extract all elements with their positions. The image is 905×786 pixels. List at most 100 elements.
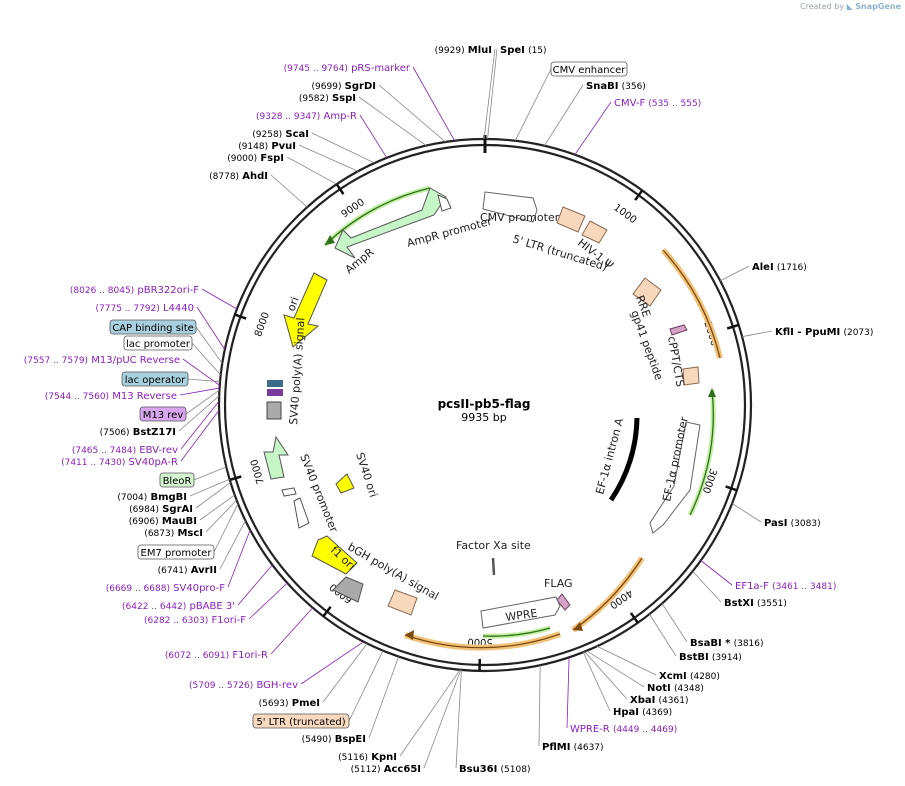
enzyme-pmei[interactable]: (5693) PmeI <box>259 698 320 709</box>
box-label-m13-rev: M13 rev <box>143 410 184 421</box>
position-bstxi: (3551) <box>757 599 787 609</box>
leader-lines <box>178 48 773 769</box>
primer-ebv-rev[interactable]: (7465 .. 7484) EBV-rev <box>72 445 178 456</box>
position-m13-puc-reverse: (7557 .. 7579) <box>24 356 88 366</box>
name-sgrai: SgrAI <box>162 504 193 515</box>
label-cmv-f: CMV-F (535 .. 555) <box>614 98 701 109</box>
gp41-shape <box>669 324 688 336</box>
position-fspi: (9000) <box>227 154 257 164</box>
primer-sv40pro-f[interactable]: (6669 .. 6688) SV40pro-F <box>106 583 226 594</box>
position-scai: (9258) <box>252 130 282 140</box>
feature-box-cap-binding-site[interactable]: CAP binding site <box>109 319 197 335</box>
label-bstxi: BstXI (3551) <box>724 598 787 609</box>
feature-box-lac-operator[interactable]: lac operator <box>121 371 189 387</box>
primer-f1ori-f[interactable]: (6282 .. 6303) F1ori-F <box>144 615 246 626</box>
name-mlui: MluI <box>468 45 492 56</box>
primer-bgh-rev[interactable]: (5709 .. 5726) BGH-rev <box>189 680 298 691</box>
backbone <box>217 135 753 673</box>
name-kfli-ppumi: KflI - PpuMI <box>775 327 840 338</box>
label-noti: NotI (4348) <box>647 683 704 694</box>
enzyme-bstz17i[interactable]: (7506) BstZ17I <box>100 427 176 438</box>
leader-amp-r <box>359 114 388 159</box>
enzyme-sspi[interactable]: (9582) SspI <box>299 93 356 104</box>
enzyme-noti[interactable]: NotI (4348) <box>647 683 704 694</box>
position-maubi: (6906) <box>129 517 159 527</box>
enzyme-sgrai[interactable]: (6984) SgrAI <box>129 504 193 515</box>
box-label-cap-binding-site: CAP binding site <box>112 323 194 334</box>
tick-7000 <box>229 475 242 482</box>
primer-pbr322ori-f[interactable]: (8026 .. 8045) pBR322ori-F <box>70 285 199 296</box>
enzyme-kfli-ppumi[interactable]: KflI - PpuMI (2073) <box>775 327 873 338</box>
primer-m13-reverse[interactable]: (7544 .. 7560) M13 Reverse <box>45 391 177 402</box>
leader-pmei <box>322 643 368 703</box>
leader-kpni <box>399 669 461 757</box>
feature-box-em7-promoter[interactable]: EM7 promoter <box>137 544 215 560</box>
enzyme-xbai[interactable]: XbaI (4361) <box>630 695 688 706</box>
label-pbabe-3-: (6422 .. 6442) pBABE 3' <box>122 601 235 612</box>
position-bstz17i: (7506) <box>100 428 130 438</box>
feature-box-cmv-enhancer[interactable]: CMV enhancer <box>550 61 628 77</box>
orf-arc-ef1-head <box>708 388 716 397</box>
enzyme-bsu36i[interactable]: Bsu36I (5108) <box>459 764 530 775</box>
primer-l4440[interactable]: (7775 .. 7792) L4440 <box>96 303 195 314</box>
primer-amp-r[interactable]: (9328 .. 9347) Amp-R <box>256 111 357 122</box>
enzyme-hpai[interactable]: HpaI (4369) <box>613 707 672 718</box>
primer-sv40pa-r[interactable]: (7411 .. 7430) SV40pA-R <box>61 457 178 468</box>
primer-pbabe-3-[interactable]: (6422 .. 6442) pBABE 3' <box>122 601 235 612</box>
orf-arc-3-core <box>404 633 561 649</box>
enzyme-bstbi[interactable]: BstBI (3914) <box>679 652 742 663</box>
primer-cmv-f[interactable]: CMV-F (535 .. 555) <box>614 98 701 109</box>
position-cmv-f: (535 .. 555) <box>648 99 701 109</box>
enzyme-snabi[interactable]: SnaBI (356) <box>586 81 646 92</box>
position-m13-reverse: (7544 .. 7560) <box>45 392 109 402</box>
enzyme-scai[interactable]: (9258) ScaI <box>252 129 309 140</box>
position-sv40pro-f: (6669 .. 6688) <box>106 584 170 594</box>
enzyme-xcmi[interactable]: XcmI (4280) <box>659 671 720 682</box>
leader-bspei <box>368 656 400 739</box>
enzyme-maubi[interactable]: (6906) MauBI <box>129 516 197 527</box>
leader-bsabi- <box>661 603 688 643</box>
enzyme-pvui[interactable]: (9148) PvuI <box>238 141 296 152</box>
enzyme-kpni[interactable]: (5116) KpnI <box>338 752 397 763</box>
enzyme-pasi[interactable]: PasI (3083) <box>764 518 821 529</box>
enzyme-fspi[interactable]: (9000) FspI <box>227 153 284 164</box>
position-xbai: (4361) <box>659 696 689 706</box>
ampr-promoter-shape <box>437 194 452 212</box>
enzyme-bspei[interactable]: (5490) BspEI <box>302 734 366 745</box>
enzyme-avrii[interactable]: (6741) AvrII <box>158 565 217 576</box>
primer-ef1a-f[interactable]: EF1a-F (3461 .. 3481) <box>735 581 836 592</box>
enzyme-acc65i[interactable]: (5112) Acc65I <box>351 764 421 775</box>
leader-f1ori-f <box>248 582 288 620</box>
feature-box-bleor[interactable]: BleoR <box>159 472 195 488</box>
enzyme-bsabi-[interactable]: BsaBI * (3816) <box>690 638 764 649</box>
label-pbr322ori-f: (8026 .. 8045) pBR322ori-F <box>70 285 199 296</box>
primer-m13-puc-reverse[interactable]: (7557 .. 7579) M13/pUC Reverse <box>24 355 180 366</box>
leader-noti <box>586 650 645 688</box>
enzyme-pflmi[interactable]: PflMI (4637) <box>542 742 604 753</box>
label-pvui: (9148) PvuI <box>238 141 296 152</box>
sv40-ori-shape <box>335 473 355 494</box>
primer-wpre-r[interactable]: WPRE-R (4449 .. 4469) <box>570 724 677 735</box>
leader-l4440 <box>196 306 226 350</box>
enzyme-spei[interactable]: SpeI (15) <box>500 45 547 56</box>
enzyme-sgrdi[interactable]: (9699) SgrDI <box>312 81 376 92</box>
box-label-bleor: BleoR <box>163 476 192 487</box>
primer-prs-marker[interactable]: (9745 .. 9764) pRS-marker <box>284 63 411 74</box>
enzyme-msci[interactable]: (6873) MscI <box>144 528 203 539</box>
position-spei: (15) <box>528 46 546 56</box>
label-prs-marker: (9745 .. 9764) pRS-marker <box>284 63 411 74</box>
enzyme-ahdi[interactable]: (8778) AhdI <box>209 171 268 182</box>
leader-f1ori-r <box>270 607 314 655</box>
enzyme-mlui[interactable]: (9929) MluI <box>435 45 492 56</box>
enzyme-alei[interactable]: AleI (1716) <box>752 262 807 273</box>
feature-box-lac-promoter[interactable]: lac promoter <box>123 335 193 351</box>
enzyme-bmgbi[interactable]: (7004) BmgBI <box>117 492 187 503</box>
position-ebv-rev: (7465 .. 7484) <box>72 446 136 456</box>
feature-box-m13-rev[interactable]: M13 rev <box>139 406 187 422</box>
enzyme-bstxi[interactable]: BstXI (3551) <box>724 598 787 609</box>
orf-arc-wpre-core <box>482 627 551 637</box>
primer-f1ori-r[interactable]: (6072 .. 6091) F1ori-R <box>165 650 268 661</box>
name-alei: AleI <box>752 262 774 273</box>
feature-box-5-ltr-truncated-[interactable]: 5' LTR (truncated) <box>252 713 350 729</box>
plasmid-size: 9935 bp <box>461 411 506 424</box>
